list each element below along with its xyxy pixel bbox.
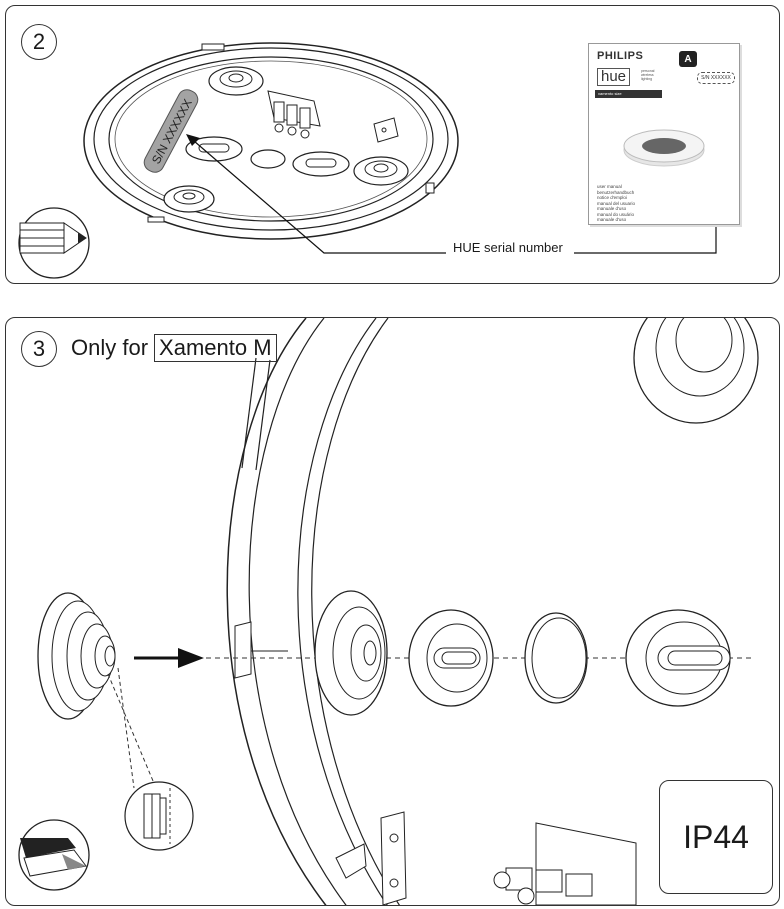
step-number: 2 [21, 24, 57, 60]
grommet-install-illustration [18, 318, 759, 905]
model-name-box: Xamento M [154, 334, 277, 362]
step-number: 3 [21, 331, 57, 367]
cutter-knife-icon [20, 838, 87, 877]
manual-product-logo: hue [597, 68, 631, 86]
manual-band: xamento size [595, 90, 662, 98]
manual-language-list: user manual benutzerhandbuch notice d'em… [597, 184, 636, 222]
hue-serial-number-label: HUE serial number [450, 240, 566, 255]
ip-rating-badge: IP44 [659, 780, 773, 894]
lamp-image [623, 129, 705, 167]
step-heading: Only for Xamento M [71, 334, 277, 362]
user-manual-booklet: PHILIPS hue personal wireless lighting x… [588, 43, 740, 225]
step-2-panel: S/N XXXXXX 2 PHILIPS hue personal wirele… [5, 5, 780, 284]
step-3-panel: 3 Only for Xamento M IP44 [5, 317, 780, 906]
ceiling-base-illustration: S/N XXXXXX [18, 42, 722, 279]
manual-tagline: personal wireless lighting [641, 69, 655, 81]
manual-badge: A [679, 51, 697, 67]
manual-brand: PHILIPS [597, 50, 644, 62]
pencil-icon [19, 222, 87, 254]
heading-prefix: Only for [71, 335, 149, 360]
manual-serial-sticker: S/N XXXXXX [697, 72, 735, 84]
